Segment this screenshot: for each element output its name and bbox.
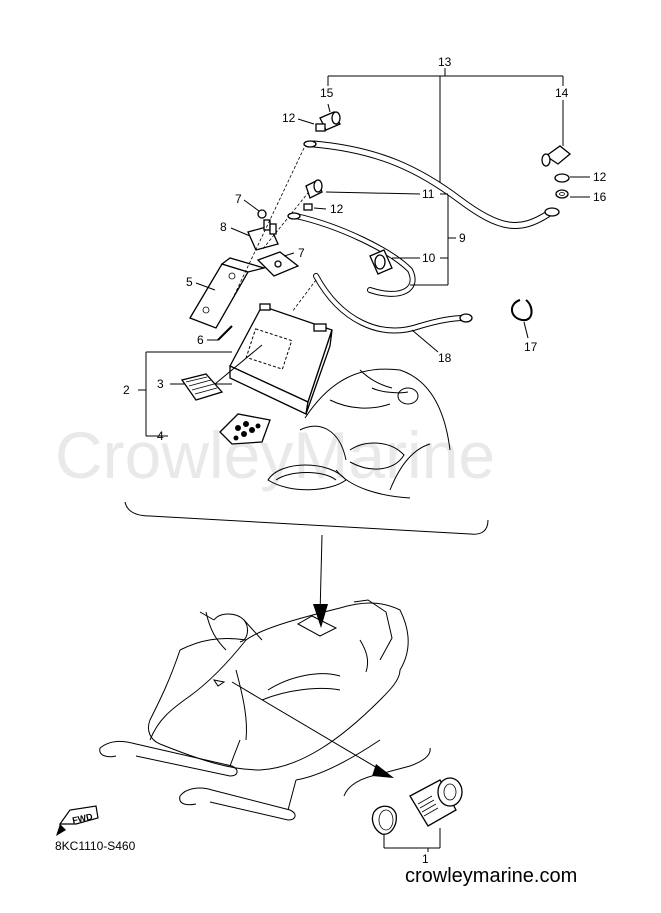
- fwd-label: FWD: [71, 811, 94, 825]
- callout-13: 13: [438, 55, 452, 69]
- leader-8: [230, 227, 251, 237]
- callout-18: 18: [438, 351, 452, 365]
- callout-17: 17: [524, 340, 538, 354]
- callout-2: 2: [123, 383, 130, 397]
- callout-12b: 12: [330, 202, 344, 216]
- dashed-guide-1: [231, 147, 305, 301]
- bracket-2: [138, 351, 232, 437]
- chassis-sketch: [267, 368, 451, 499]
- callout-16: 16: [593, 190, 607, 204]
- watermark: CrowleyMarine: [55, 418, 495, 492]
- inset-frame: [124, 501, 489, 535]
- second-cable: [287, 212, 416, 297]
- main-cable: [303, 140, 560, 229]
- power-socket: [371, 777, 463, 852]
- leader-to-socket: [231, 681, 385, 773]
- callout-12c: 12: [593, 170, 607, 184]
- nut-12a: [297, 118, 326, 132]
- battery-label-sticker: [180, 373, 224, 401]
- bolt-kit: [219, 413, 271, 445]
- callout-12a: 12: [282, 111, 296, 125]
- callout-4: 4: [157, 429, 164, 443]
- battery: [229, 303, 333, 415]
- fuse-holder: [247, 219, 279, 251]
- leader-5: [195, 282, 216, 291]
- callout-numbers: 1 2 3 4 5 6 7 7 8 9 10 11 12 12 12 13 14…: [123, 55, 607, 866]
- callout-15: 15: [320, 86, 334, 100]
- bracket-13: [327, 68, 564, 185]
- snowmobile: [99, 599, 409, 821]
- drawing-code: 8KC1110-S460: [55, 839, 136, 853]
- callout-9: 9: [459, 231, 466, 245]
- leader-to-inset: [319, 534, 323, 616]
- bolt-6: [207, 325, 233, 341]
- terminal-cap-11: [305, 179, 448, 199]
- terminal-cap-14: [541, 100, 572, 167]
- callout-5: 5: [186, 275, 193, 289]
- washer-16: [555, 189, 590, 199]
- nut-12c: [554, 173, 590, 183]
- leader-3b: [214, 344, 263, 385]
- inset-frame-lower: [343, 747, 431, 797]
- dashed-guide-2: [261, 187, 313, 251]
- nut-12b: [303, 203, 327, 211]
- callout-14: 14: [555, 86, 569, 100]
- callout-3: 3: [157, 377, 164, 391]
- arrowhead: [313, 604, 328, 628]
- ground-lead-18: [313, 273, 473, 353]
- website-url: crowleymarine.com: [405, 865, 577, 887]
- callout-10: 10: [422, 251, 436, 265]
- leader-7b: [283, 252, 295, 257]
- dashed-guide-3: [291, 279, 317, 313]
- terminal-cap-10: [369, 249, 448, 275]
- bracket-9: [447, 194, 456, 285]
- callout-11: 11: [422, 187, 435, 201]
- callout-7b: 7: [298, 246, 305, 260]
- callout-6: 6: [197, 333, 204, 347]
- battery-bracket: [189, 257, 267, 329]
- callout-8: 8: [220, 220, 227, 234]
- clamp-17: [511, 299, 533, 339]
- nut-7a: [243, 199, 267, 219]
- fwd-direction-badge: FWD: [56, 805, 99, 836]
- bracket-plate: [256, 251, 300, 277]
- callout-7a: 7: [235, 192, 242, 206]
- callout-1: 1: [422, 852, 429, 866]
